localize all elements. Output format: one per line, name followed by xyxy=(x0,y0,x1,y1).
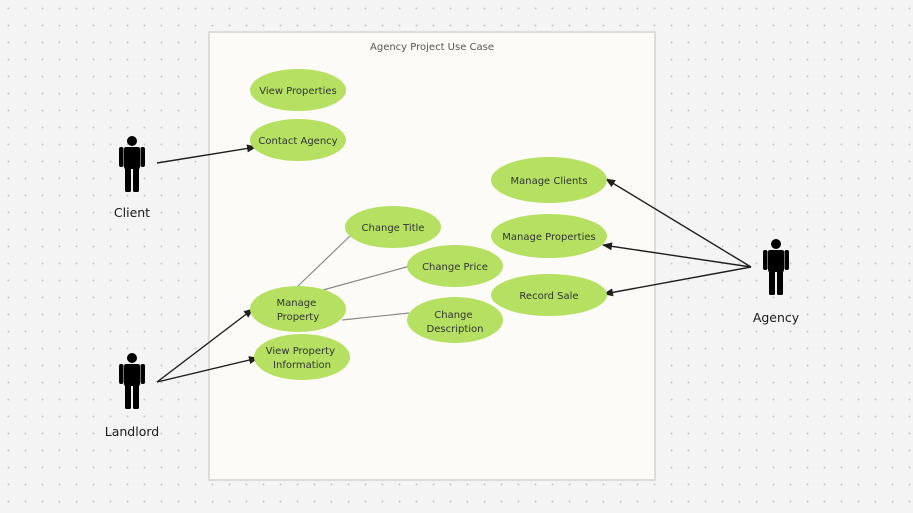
use-case-manage-property-label-2: Property xyxy=(277,312,319,323)
association-agency-manage-properties xyxy=(602,242,752,268)
use-case-manage-property[interactable]: Manage Property xyxy=(250,286,346,332)
use-case-view-property-information-label-2: Information xyxy=(273,360,331,371)
use-case-change-description-label-2: Description xyxy=(427,324,484,335)
association-agency-manage-clients xyxy=(605,178,752,268)
sub-link-manage-property-change-price xyxy=(322,265,411,291)
association-landlord-view-property-information xyxy=(156,356,259,383)
use-case-change-title-label: Change Title xyxy=(362,223,425,234)
use-case-manage-property-label-1: Manage xyxy=(277,298,317,309)
svg-text:Change Title: Change Title xyxy=(362,223,425,234)
use-case-contact-agency-label: Contact Agency xyxy=(258,136,337,147)
actor-landlord-label: Landlord xyxy=(105,424,159,439)
association-agency-record-sale xyxy=(603,266,752,297)
use-case-change-title[interactable]: Change Title xyxy=(345,206,441,248)
associations-layer xyxy=(156,144,752,383)
svg-text:Change Description: Change Description xyxy=(427,310,484,335)
svg-text:Manage Clients: Manage Clients xyxy=(510,176,587,187)
svg-text:Change Price: Change Price xyxy=(422,262,488,273)
use-case-change-description-label-1: Change xyxy=(434,310,472,321)
sub-link-manage-property-change-description xyxy=(341,312,410,321)
actor-client[interactable]: Client xyxy=(114,136,150,220)
svg-text:Contact Agency: Contact Agency xyxy=(258,136,337,147)
svg-text:Manage Property: Manage Property xyxy=(277,298,320,323)
sub-link-manage-property-change-title xyxy=(296,234,352,288)
svg-text:View Property Informatio: View Property Information xyxy=(266,346,338,371)
use-case-record-sale[interactable]: Record Sale xyxy=(491,274,607,316)
sub-links-layer xyxy=(296,234,411,321)
actor-landlord[interactable]: Landlord xyxy=(105,353,159,439)
use-case-manage-properties-label: Manage Properties xyxy=(502,232,595,243)
svg-text:Record Sale: Record Sale xyxy=(519,291,578,302)
actor-client-label: Client xyxy=(114,205,150,220)
agency-stick-figure-icon xyxy=(763,239,789,295)
use-case-manage-clients-label: Manage Clients xyxy=(510,176,587,187)
use-case-view-properties[interactable]: View Properties xyxy=(250,69,346,111)
use-case-change-description[interactable]: Change Description xyxy=(407,297,503,343)
use-case-manage-clients[interactable]: Manage Clients xyxy=(491,157,607,203)
actor-agency-label: Agency xyxy=(753,310,800,325)
actor-agency[interactable]: Agency xyxy=(753,239,800,325)
association-landlord-manage-property xyxy=(156,308,254,383)
client-stick-figure-icon xyxy=(119,136,145,192)
system-title: Agency Project Use Case xyxy=(370,42,494,53)
use-case-view-properties-label: View Properties xyxy=(259,86,336,97)
use-case-manage-properties[interactable]: Manage Properties xyxy=(491,214,607,258)
svg-text:View Properties: View Properties xyxy=(259,86,336,97)
svg-text:Manage Properties: Manage Properties xyxy=(502,232,595,243)
use-case-view-property-information[interactable]: View Property Information xyxy=(254,334,350,380)
use-case-change-price[interactable]: Change Price xyxy=(407,245,503,287)
association-client-contact-agency xyxy=(156,144,257,164)
use-case-view-property-information-label-1: View Property xyxy=(266,346,335,357)
use-case-change-price-label: Change Price xyxy=(422,262,488,273)
use-case-contact-agency[interactable]: Contact Agency xyxy=(250,119,346,161)
use-case-record-sale-label: Record Sale xyxy=(519,291,578,302)
landlord-stick-figure-icon xyxy=(119,353,145,409)
